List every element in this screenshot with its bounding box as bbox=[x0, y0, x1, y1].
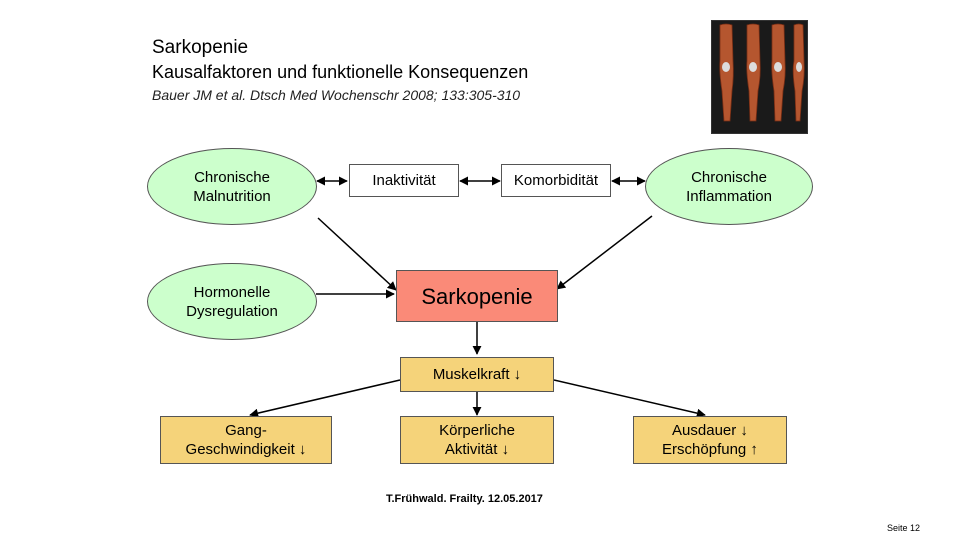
node-hormonelle-dysregulation: Hormonelle Dysregulation bbox=[147, 263, 317, 340]
node-sarkopenie: Sarkopenie bbox=[396, 270, 558, 322]
source-footer: T.Frühwald. Frailty. 12.05.2017 bbox=[386, 493, 543, 505]
node-label: Sarkopenie bbox=[421, 283, 533, 309]
node-label-erschoepfung: Erschöpfung ↑ bbox=[662, 441, 758, 458]
node-koerperliche-aktivitaet: Körperliche Aktivität ↓ bbox=[400, 416, 554, 464]
node-label: Muskelkraft ↓ bbox=[432, 366, 522, 383]
node-label-ausdauer: Ausdauer ↓ bbox=[672, 422, 748, 439]
slide-subtitle: Kausalfaktoren und funktionelle Konseque… bbox=[152, 62, 529, 82]
slide-title: Sarkopenie bbox=[152, 37, 249, 58]
node-label: Komorbidität bbox=[513, 172, 599, 189]
node-label: Hormonelle Dysregulation bbox=[186, 283, 278, 320]
node-chronische-malnutrition: Chronische Malnutrition bbox=[147, 148, 317, 225]
leg-muscles-image bbox=[711, 20, 808, 134]
node-label: Inaktivität bbox=[372, 172, 436, 189]
node-label: Chronische Malnutrition bbox=[193, 168, 271, 205]
page-number: Seite 12 bbox=[887, 523, 921, 533]
node-chronische-inflammation: Chronische Inflammation bbox=[645, 148, 813, 225]
node-komorbiditaet: Komorbidität bbox=[501, 164, 611, 197]
node-muskelkraft: Muskelkraft ↓ bbox=[400, 357, 554, 392]
node-ausdauer: Ausdauer ↓ Erschöpfung ↑ bbox=[633, 416, 787, 464]
node-label: Körperliche Aktivität ↓ bbox=[439, 422, 515, 458]
node-gang-geschwindigkeit: Gang-Geschwindigkeit ↓ bbox=[160, 416, 332, 464]
node-label: Gang-Geschwindigkeit ↓ bbox=[185, 422, 307, 458]
node-label: Chronische Inflammation bbox=[686, 168, 772, 205]
node-inaktivitaet: Inaktivität bbox=[349, 164, 459, 197]
citation: Bauer JM et al. Dtsch Med Wochenschr 200… bbox=[152, 87, 521, 103]
